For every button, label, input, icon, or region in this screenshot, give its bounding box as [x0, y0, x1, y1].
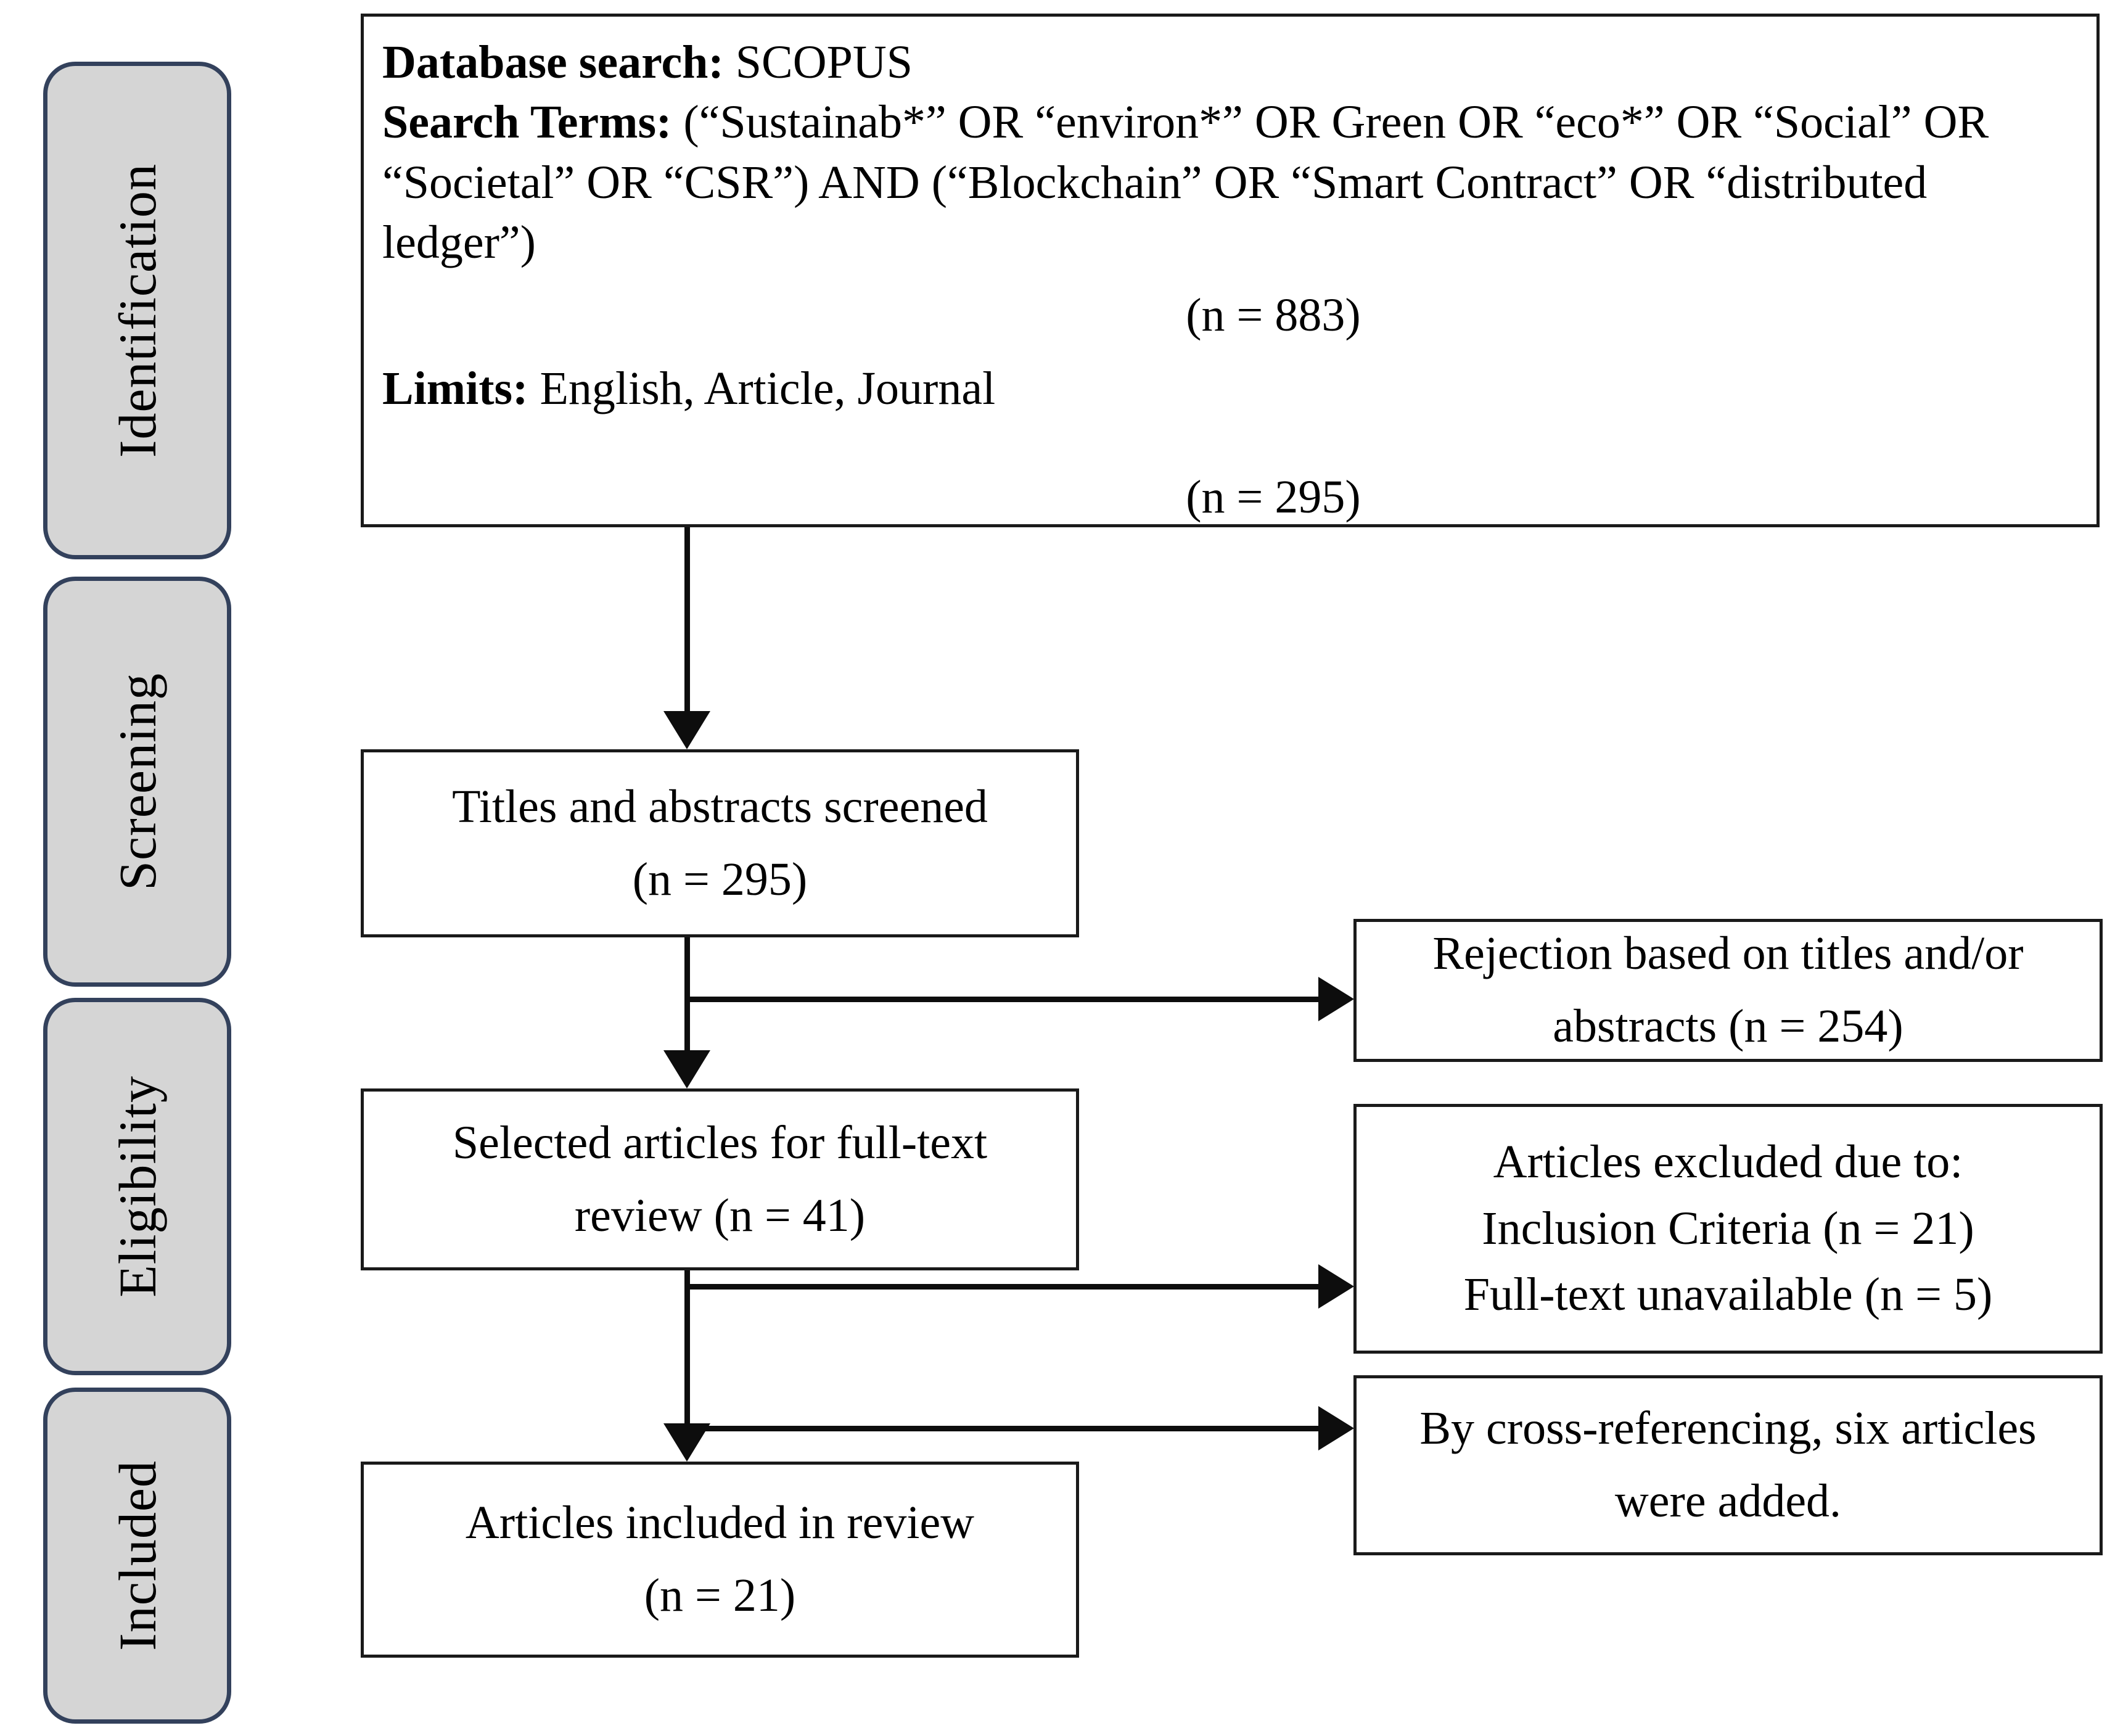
excluded-line-1: Articles excluded due to:: [1493, 1135, 1963, 1188]
flow-box-database-search: Database search: SCOPUS Search Terms: (“…: [361, 14, 2100, 527]
database-search-value: SCOPUS: [723, 36, 913, 88]
rejected-line-2: abstracts (n = 254): [1553, 1000, 1903, 1052]
limits-line: Limits: English, Article, Journal: [382, 359, 2078, 419]
connector-search-to-screened: [684, 527, 690, 712]
rejected-line-1: Rejection based on titles and/or: [1432, 928, 2024, 980]
arrowhead-fulltext-to-crossref: [1318, 1406, 1354, 1450]
connector-screened-to-fulltext: [684, 937, 690, 1051]
stage-box-screening: Screening: [43, 577, 231, 987]
arrowhead-screened-to-rejected: [1318, 977, 1354, 1021]
stage-box-eligibility: Eligibility: [43, 998, 231, 1375]
included-line-1: Articles included in review: [465, 1497, 975, 1549]
fulltext-line-2: review (n = 41): [574, 1189, 866, 1241]
stage-label-identification: Identification: [107, 163, 167, 458]
connector-fulltext-to-crossref: [684, 1426, 1320, 1431]
database-search-line: Database search: SCOPUS: [382, 33, 2078, 93]
stage-label-included: Included: [107, 1460, 167, 1651]
flow-box-titles-abstracts-screened: Titles and abstracts screened (n = 295): [361, 749, 1079, 937]
excluded-line-2: Inclusion Criteria (n = 21): [1482, 1202, 1974, 1254]
database-search-label: Database search:: [382, 36, 724, 88]
connector-screened-to-rejected: [684, 997, 1320, 1002]
flow-box-articles-included: Articles included in review (n = 21): [361, 1462, 1079, 1658]
excluded-line-3: Full-text unavailable (n = 5): [1463, 1269, 1993, 1321]
crossref-line-2: were added.: [1614, 1475, 1842, 1527]
flow-box-selected-fulltext: Selected articles for full-text review (…: [361, 1088, 1079, 1270]
screened-line-1: Titles and abstracts screened: [452, 780, 988, 833]
search-terms-line: Search Terms: (“Sustainab*” OR “environ*…: [382, 93, 2078, 273]
stage-box-included: Included: [43, 1388, 231, 1724]
crossref-line-1: By cross-referencing, six articles: [1419, 1402, 2037, 1455]
search-terms-label: Search Terms:: [382, 96, 672, 149]
fulltext-line-1: Selected articles for full-text: [452, 1116, 988, 1169]
stage-label-screening: Screening: [107, 673, 167, 891]
limits-value: English, Article, Journal: [528, 362, 996, 414]
included-line-2: (n = 21): [644, 1569, 796, 1621]
arrowhead-fulltext-to-excluded: [1318, 1264, 1354, 1309]
n-after-limits: (n = 295): [1186, 471, 1361, 523]
connector-fulltext-to-excluded: [684, 1284, 1320, 1290]
stage-box-identification: Identification: [43, 62, 231, 559]
flow-box-cross-referencing: By cross-referencing, six articles were …: [1353, 1375, 2103, 1555]
search-terms-value: (“Sustainab*” OR “environ*” OR Green OR …: [382, 96, 1989, 268]
n-after-search: (n = 883): [1186, 289, 1361, 342]
connector-fulltext-to-included: [684, 1270, 690, 1425]
limits-label: Limits:: [382, 362, 528, 414]
stage-label-eligibility: Eligibility: [107, 1076, 167, 1298]
flow-box-rejection: Rejection based on titles and/or abstrac…: [1353, 919, 2103, 1062]
arrowhead-screened-to-fulltext: [663, 1050, 710, 1088]
flow-box-articles-excluded: Articles excluded due to: Inclusion Crit…: [1353, 1104, 2103, 1354]
arrowhead-search-to-screened: [663, 711, 710, 749]
screened-line-2: (n = 295): [632, 853, 808, 905]
